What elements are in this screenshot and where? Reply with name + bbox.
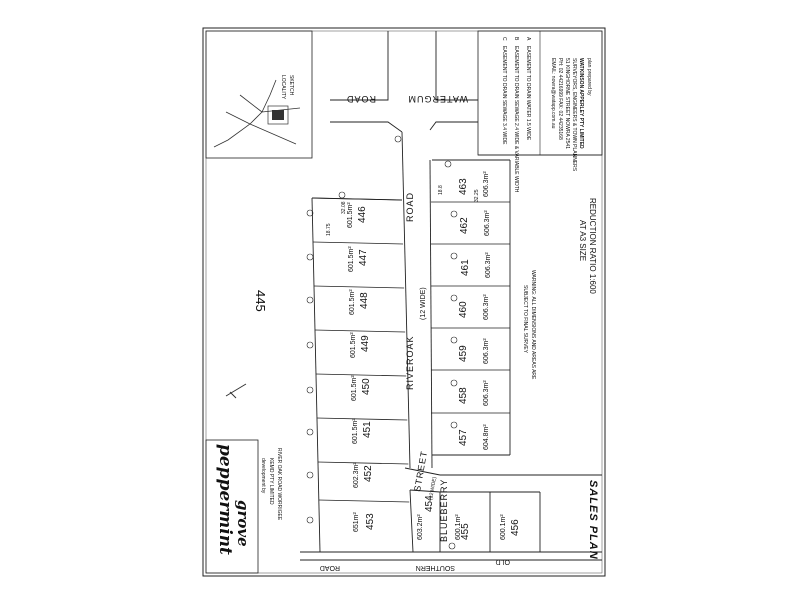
west-lots: 446 601.5m² 447 601.5m² 448 601.5m² 449 … — [347, 202, 376, 532]
dimension-label: 18.75 — [326, 223, 332, 236]
lot-area: 606.3m² — [484, 210, 491, 236]
road-lines — [300, 31, 602, 561]
consultant-role: SURVEYORS, ENGINEERS & TOWN PLANNERS — [571, 58, 577, 172]
lot-area: 606.3m² — [483, 294, 490, 320]
lot-area: 601.5m² — [350, 332, 357, 358]
easement-b: EASEMENT TO DRAIN SEWAGE 2.4 WIDE & VARI… — [513, 46, 519, 193]
road-top-label: ROAD — [346, 94, 376, 104]
dimension-label: 18.8 — [438, 185, 444, 195]
developer-line-2: RIVER OAK ROAD WORRIGEE — [276, 448, 282, 521]
lot-number: 454 — [424, 495, 435, 512]
lot-boundary — [315, 373, 407, 377]
lot-number: 453 — [365, 513, 376, 530]
lot-area: 601.5m² — [347, 202, 354, 228]
brand-line-1: peppermint — [215, 444, 235, 555]
lot-445-number: 445 — [253, 290, 268, 312]
lot-number: 458 — [458, 387, 469, 404]
lot-area: 602.3m² — [353, 462, 360, 488]
lot-boundary — [317, 461, 409, 465]
developer-line-1: KEMD PTY LIMITED — [268, 458, 274, 505]
developer-prefix: development by — [260, 458, 266, 494]
lot-area: 601.5m² — [352, 418, 359, 444]
easement-marker-a: A — [525, 37, 531, 41]
lot-number: 463 — [458, 178, 469, 195]
locality-label-1: LOCALITY — [280, 75, 286, 100]
dimension-label: 32.25 — [474, 189, 480, 202]
consultant-address: 51 KINGHORNE STREET NOWRA 2541 — [564, 58, 570, 149]
lot-area: 600.1m² — [500, 514, 507, 540]
lot-number: 460 — [458, 301, 469, 318]
east-lot-dividers — [431, 201, 510, 414]
title-block — [477, 30, 603, 156]
consultant-phone: PH: 02 44216999 FAX: 02 44235168 — [557, 58, 563, 140]
lot-area: 606.3m² — [485, 252, 492, 278]
easement-c: EASEMENT TO DRAIN SEWAGE 3.4 WIDE — [501, 46, 507, 145]
lot-boundary — [313, 285, 405, 289]
easement-marker-b: B — [513, 37, 519, 41]
dimension-label: 32.08 — [341, 201, 347, 214]
west-lot-dividers — [311, 197, 410, 503]
sheet-border — [202, 27, 606, 577]
road-mid-label: ROAD — [405, 192, 415, 222]
brand-line-2: grove — [234, 500, 252, 547]
lot-number: 456 — [510, 519, 521, 536]
warning-line-1: WARNING: ALL DIMENSIONS AND AREAS ARE — [530, 270, 536, 380]
consultant-prefix: plan prepared by — [586, 58, 592, 96]
locality-label-2: SKETCH — [288, 75, 294, 96]
sheet-inner-border — [205, 30, 603, 574]
watergum-label: WATERGUM — [408, 94, 469, 104]
easement-markers — [306, 135, 458, 550]
road-bottom-label: ROAD — [320, 564, 340, 571]
lot-area: 606.3m² — [483, 171, 490, 197]
lot-number: 446 — [357, 206, 368, 223]
lot-boundary — [311, 197, 403, 201]
lot-area: 651m² — [353, 511, 360, 532]
consultant-email: EMAIL: nowra@watapp.com.au — [550, 58, 556, 129]
lot-number: 461 — [460, 259, 471, 276]
lot-number: 455 — [460, 523, 471, 540]
lot-number: 462 — [459, 217, 470, 234]
lot-number: 448 — [359, 292, 370, 309]
warning-line-2: SUBJECT TO FINAL SURVEY — [522, 285, 528, 354]
south-lots: 454 603.2m² 455 600.1m² 456 600.1m² — [417, 495, 521, 540]
lot-number: 459 — [458, 345, 469, 362]
lot-area: 606.3m² — [483, 380, 490, 406]
lot-boundary — [318, 499, 410, 503]
north-arrow-icon — [225, 383, 247, 399]
lot-area: 603.2m² — [417, 514, 424, 540]
consultant-firm: WATKINSON APPERLEY PTY LIMITED — [578, 58, 584, 149]
lot-boundary — [316, 417, 408, 421]
lot-number: 451 — [362, 421, 373, 438]
lot-boundary — [314, 329, 406, 333]
lot-number: 452 — [363, 465, 374, 482]
old-label: OLD — [496, 558, 510, 565]
brand-panel — [205, 439, 259, 574]
lot-number: 450 — [361, 378, 372, 395]
lot-area: 601.5m² — [349, 289, 356, 315]
blueberry-label: BLUEBERRY — [439, 479, 449, 542]
locality-sketch: LOCALITY SKETCH — [205, 30, 313, 159]
lot-number: 449 — [360, 335, 371, 352]
lot-area: 606.3m² — [483, 338, 490, 364]
street-width-label: (12 WIDE) — [428, 476, 438, 500]
east-lots: 463 606.3m² 462 606.3m² 461 606.3m² 460 … — [458, 171, 492, 450]
reduction-ratio: REDUCTION RATIO 1:600 — [588, 198, 597, 294]
riveroak-label: RIVEROAK — [405, 335, 415, 390]
lot-area: 600.1m² — [455, 514, 462, 540]
street-label: STREET — [412, 450, 429, 493]
lot-number: 447 — [358, 249, 369, 266]
lot-number: 457 — [458, 429, 469, 446]
easement-marker-c: C — [501, 37, 507, 41]
riveroak-width-label: (12 WIDE) — [420, 287, 427, 320]
lot-area: 601.5m² — [351, 375, 358, 401]
southern-label: SOUTHERN — [416, 564, 455, 571]
sales-plan-label: SALES PLAN — [587, 480, 599, 560]
reduction-size: AT A3 SIZE — [578, 220, 587, 261]
lot-boundary — [312, 241, 404, 245]
lot-area: 604.8m² — [483, 424, 490, 450]
easement-a: EASEMENT TO DRAIN WATER 1.5 WIDE — [525, 46, 531, 141]
lot-area: 601.5m² — [348, 246, 355, 272]
